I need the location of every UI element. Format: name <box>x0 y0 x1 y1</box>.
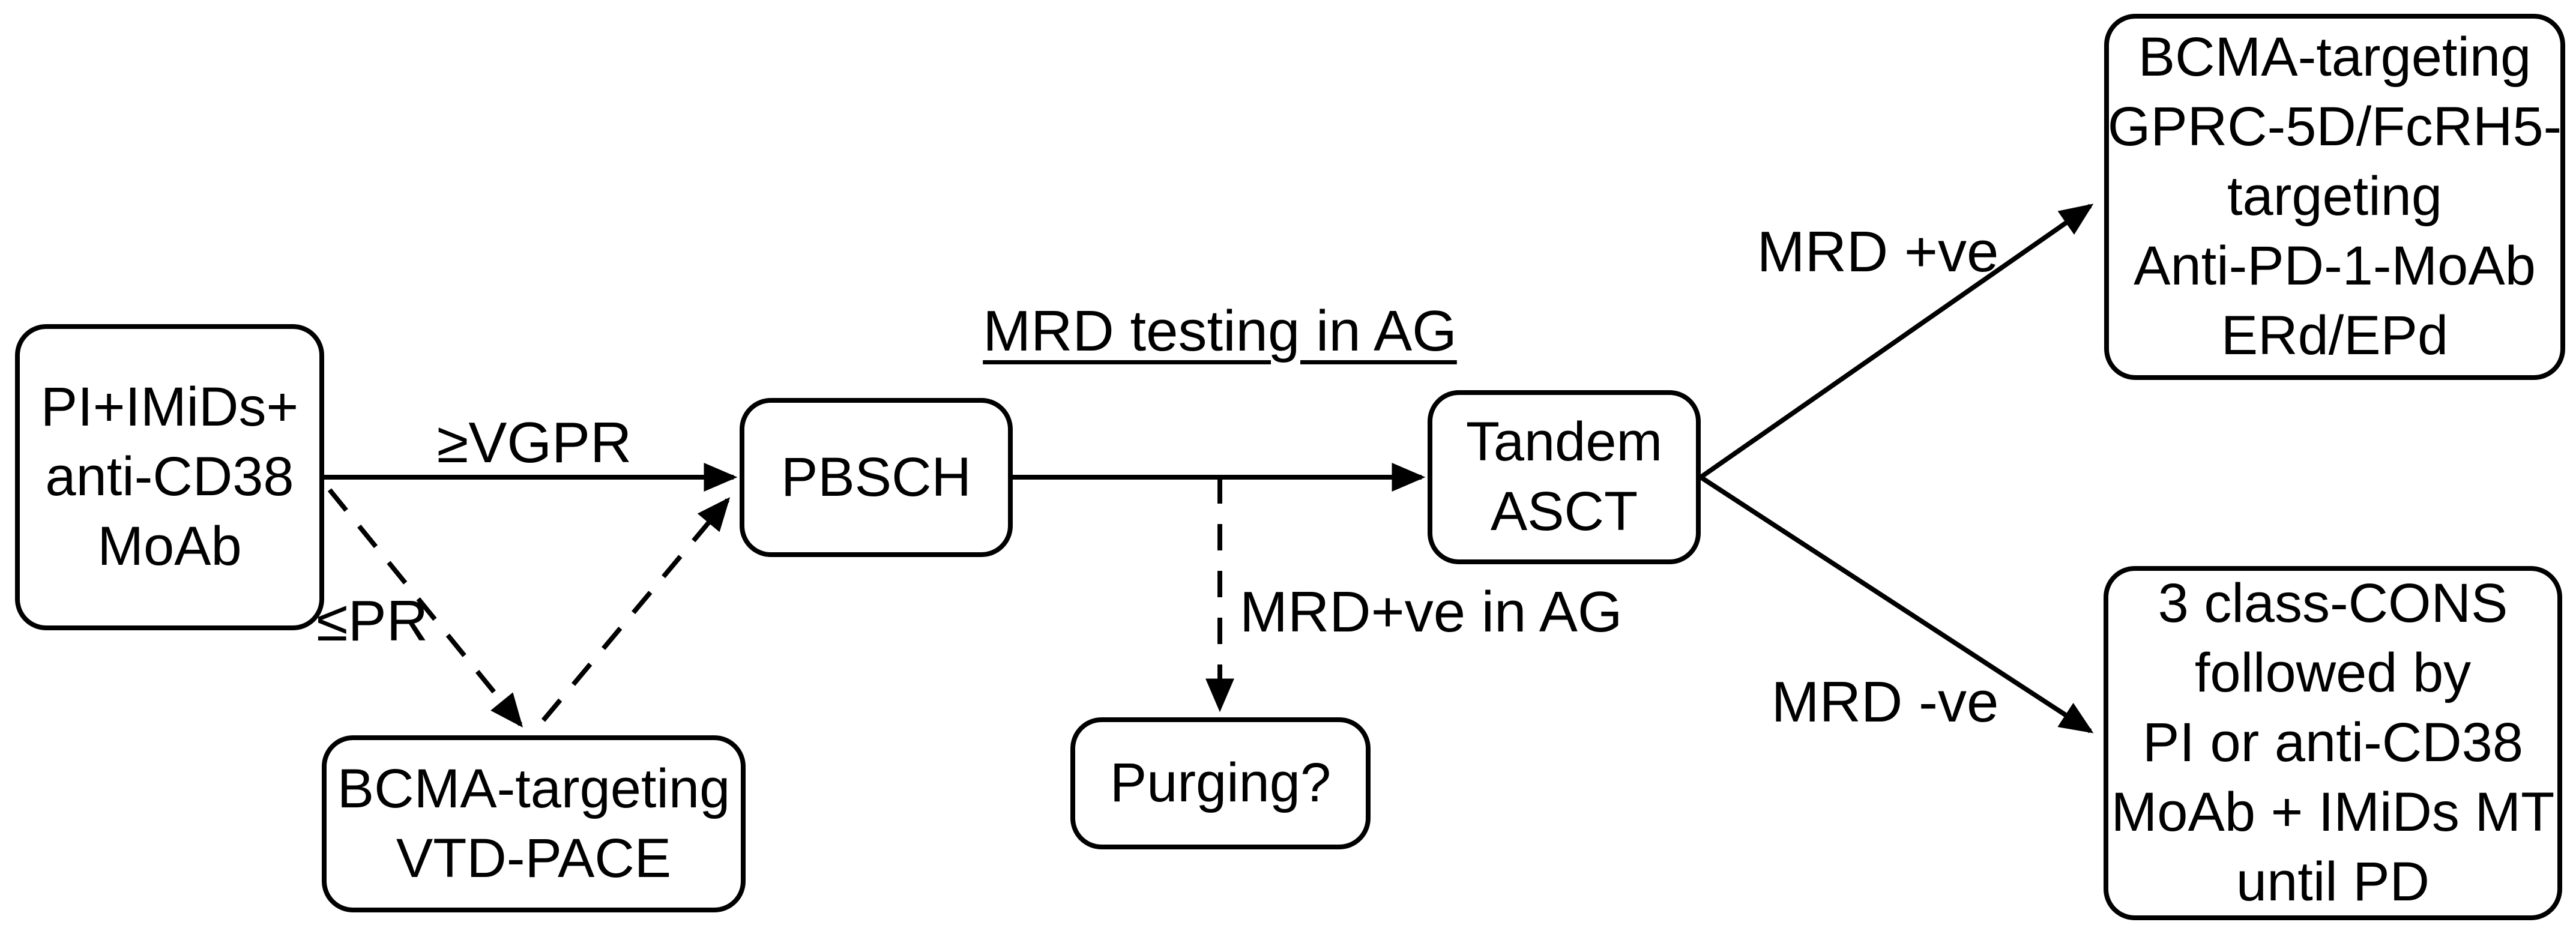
box-tandem-asct: Tandem ASCT <box>1428 390 1701 564</box>
edge-tandem-asct-to-mrd-negative-arm <box>1699 475 2094 734</box>
box-vtd-pace-line-1: BCMA-targeting <box>337 758 731 819</box>
edge-induction-to-vtd-pace-dashed <box>327 488 523 728</box>
label-mrd-positive: MRD +ve <box>1757 220 1999 284</box>
box-pbsch-line-1: PBSCH <box>781 446 971 508</box>
box-purging-line-1: Purging? <box>1109 752 1332 814</box>
label-mrd-negative: MRD -ve <box>1771 670 1999 734</box>
label-vgpr: ≥VGPR <box>436 411 632 475</box>
box-induction-line-1: PI+IMiDs+ <box>40 376 299 438</box>
box-mrd-positive-arm-line-1: BCMA-targeting <box>2138 26 2532 88</box>
box-mrd-negative-arm-line-5: until PD <box>2236 851 2430 912</box>
box-mrd-positive-arm-line-5: ERd/EPd <box>2221 304 2449 366</box>
box-purging: Purging? <box>1070 717 1371 849</box>
box-vtd-pace-line-2: VTD-PACE <box>396 827 672 889</box>
box-induction: PI+IMiDs+ anti-CD38 MoAb <box>15 324 324 630</box>
box-mrd-negative-arm-line-2: followed by <box>2194 642 2472 704</box>
label-mrd-positive-in-ag: MRD+ve in AG <box>1240 580 1623 644</box>
box-induction-line-3: MoAb <box>97 515 242 577</box>
box-mrd-negative-arm-line-3: PI or anti-CD38 <box>2142 712 2524 774</box>
box-mrd-negative-arm: 3 class-CONS followed by PI or anti-CD38… <box>2104 566 2562 920</box>
box-mrd-positive-arm-line-4: Anti-PD-1-MoAb <box>2134 235 2536 297</box>
box-induction-line-2: anti-CD38 <box>45 446 294 508</box>
label-mrd-testing-in-ag: MRD testing in AG <box>983 299 1457 363</box>
box-mrd-negative-arm-line-1: 3 class-CONS <box>2158 573 2508 634</box>
box-tandem-asct-line-1: Tandem <box>1465 411 1663 473</box>
edge-vtd-pace-to-pbsch-dashed <box>541 497 731 722</box>
box-mrd-positive-arm: BCMA-targeting GPRC-5D/FcRH5- targeting … <box>2104 14 2565 380</box>
box-tandem-asct-line-2: ASCT <box>1490 481 1638 542</box>
box-vtd-pace: BCMA-targeting VTD-PACE <box>322 735 746 912</box>
box-pbsch: PBSCH <box>740 398 1013 557</box>
edge-tandem-asct-to-mrd-positive-arm <box>1699 203 2094 480</box>
box-mrd-negative-arm-line-4: MoAb + IMiDs MT <box>2111 781 2555 843</box>
label-pr: ≤PR <box>316 589 429 653</box>
box-mrd-positive-arm-line-3: targeting <box>2227 166 2443 227</box>
box-mrd-positive-arm-line-2: GPRC-5D/FcRH5- <box>2107 96 2562 158</box>
